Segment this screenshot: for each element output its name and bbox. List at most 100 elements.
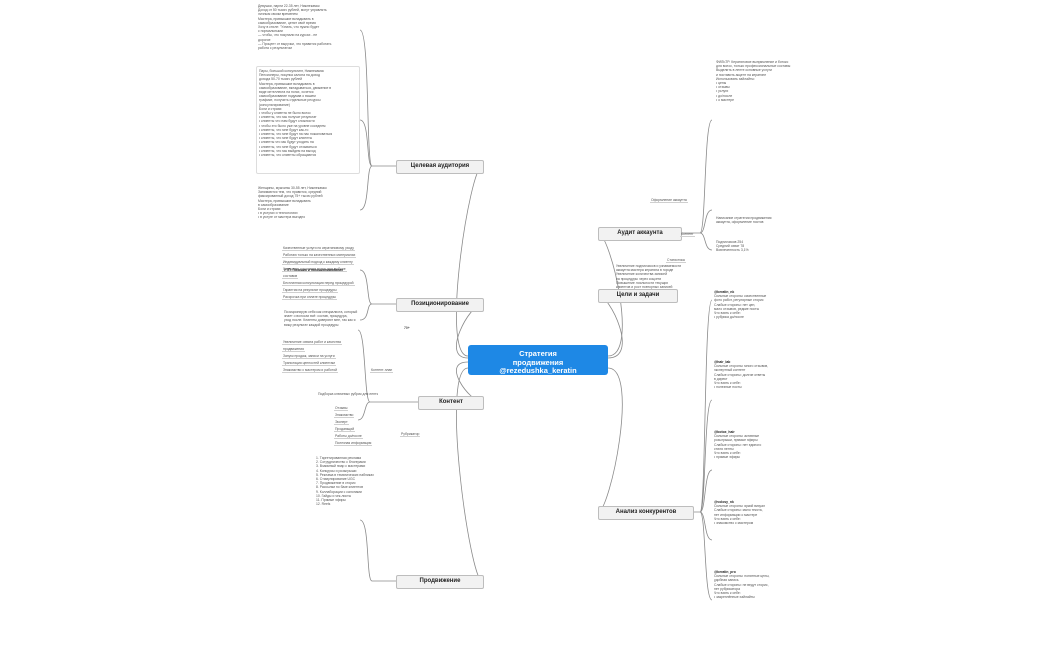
- content-task-item[interactable]: Трансляция ценностей клиентам: [282, 361, 336, 366]
- audience-mid-line: Мастера, привыкшие вкладывать в: [259, 81, 315, 86]
- central-topic[interactable]: Стратегия продвижения @rezedushka_kerati…: [468, 345, 608, 375]
- audit-label-content[interactable]: Контент: [680, 232, 695, 237]
- audience-mid-line: самообразование, вкладываться, движение …: [259, 85, 332, 90]
- content-task-item[interactable]: Увеличение охвата работ и качества: [282, 340, 342, 345]
- audience-mid-line: • клиенты, что мы выйдем на выход: [259, 148, 316, 153]
- audience-top-line: самообразование, ценят своё время: [258, 20, 316, 25]
- competitor-name: @keratin_nk: [714, 290, 735, 294]
- promotion-line: 6. Стимулирование UGC: [316, 477, 356, 482]
- promotion-line: 5. Реклама в тематических пабликах: [316, 472, 374, 477]
- audience-mid-line: • клиенты, что мне будут на нас пожалова…: [259, 132, 333, 137]
- promotion-line: 12. Reels: [316, 502, 331, 507]
- positioning-text-line: уход после. Клиенты доверяют мне, так ка…: [284, 318, 356, 323]
- audience-mid-line: • клиенты, что мне будут отзываться: [259, 144, 317, 149]
- positioning-text-line: вижу результат каждой процедуры: [284, 322, 339, 327]
- positioning-text-line: знает о волосах всё: состав, процедура,: [284, 314, 348, 319]
- audience-top-line: Девушки, парни 22-35 лет, Нижнекамск: [258, 4, 320, 8]
- audience-top-line: — чтобы, что покупали на курсах - не: [258, 33, 318, 38]
- content-rubric-item[interactable]: Знакомство: [334, 413, 355, 418]
- competitor-line: Что взять к себе:: [714, 451, 741, 456]
- audience-bottom-line: Занимаются тем, что нравится, средний: [258, 190, 322, 195]
- positioning-item[interactable]: Гарантия на результат процедуры: [282, 288, 338, 293]
- competitor-line: Что взять к себе:: [714, 381, 741, 386]
- audience-mid-line: • клиенты что мы будут уходить на: [259, 140, 314, 145]
- positioning-item[interactable]: Бесплатная консультация перед процедурой: [282, 281, 355, 286]
- content-rubric-item[interactable]: Работы до/после: [334, 434, 363, 439]
- audience-mid-line: Пары, большой консультинг, Нижнекамск: [259, 69, 324, 73]
- promotion-line: 4. Конкурсы и розыгрыши: [316, 468, 357, 473]
- audit-label-stats[interactable]: Статистика: [666, 258, 686, 263]
- audience-top-line: с нормальными: [258, 29, 283, 34]
- content-rubric-item[interactable]: Эксперт: [334, 420, 349, 425]
- positioning-count: 70+: [404, 326, 410, 330]
- positioning-item[interactable]: составов: [282, 274, 299, 279]
- competitor-line: • закреплённые хайлайты: [714, 595, 755, 600]
- content-plan-label[interactable]: Контент-план: [370, 368, 394, 373]
- positioning-item[interactable]: Индивидуальный подход к каждому клиенту: [282, 260, 354, 265]
- audience-mid-line: Боли и страхи:: [259, 106, 283, 111]
- audit-design-line: ФИЛЬТР: Кератиновое выпрямление и ботокс: [716, 60, 789, 64]
- goals-line: на процедуры через соцсети: [616, 276, 662, 281]
- positioning-item[interactable]: Работаю только на качественных материала…: [282, 253, 357, 258]
- branch-promotion[interactable]: Продвижение: [396, 575, 484, 589]
- competitor-line: нет рубрикатора: [714, 586, 740, 591]
- content-rubric-item[interactable]: Отзывы: [334, 406, 349, 411]
- audience-mid-line: • клиенты, что мне будут как-то: [259, 127, 309, 132]
- competitor-name: @botox_hair: [714, 430, 735, 434]
- positioning-item[interactable]: Рассрочка при оплате процедуры: [282, 295, 337, 300]
- audit-content-line: Написание стратегии продвижения: [716, 216, 772, 220]
- audience-mid-line: Пенсионеры, покупка салона на доход: [259, 73, 320, 78]
- audience-mid-line: • чтобы у клиента не было волос: [259, 111, 311, 116]
- audit-design-line: • отзывы: [716, 85, 730, 90]
- audit-stats-line: Подписчиков 254: [716, 240, 744, 244]
- content-post-note: Подборка ключевых рубрик для ленты: [318, 392, 378, 396]
- audience-bottom-line: в самообразование: [258, 202, 289, 207]
- audience-bottom-line: фиксированный доход 75+ тысяч рублей: [258, 194, 323, 199]
- competitor-name: @hair_lab: [714, 360, 731, 364]
- content-rubric-item[interactable]: Продающий: [334, 427, 356, 432]
- audit-content-line: аккаунта, оформление постов: [716, 220, 764, 225]
- branch-positioning[interactable]: Позиционирование: [396, 298, 484, 312]
- competitor-line: Слабые стороны: нет цен,: [714, 302, 756, 307]
- audit-design-line: • цены: [716, 81, 727, 86]
- competitor-line: Слабые стороны: нет единого: [714, 442, 762, 447]
- competitor-line: удобная запись: [714, 578, 739, 583]
- branch-audience[interactable]: Целевая аудитория: [396, 160, 484, 174]
- competitor-line: фото работ, регулярные сторис: [714, 298, 764, 303]
- content-task-item[interactable]: Знакомство с мастером и работой: [282, 368, 339, 373]
- content-rubrics-label[interactable]: Рубрикатор: [400, 432, 421, 437]
- promotion-line: 11. Прямые эфиры: [316, 498, 346, 503]
- audit-design-note: ФИЛЬТР: Кератиновое выпрямление и ботокс…: [716, 60, 806, 194]
- branch-goals[interactable]: Цели и задачи: [598, 289, 678, 303]
- positioning-item[interactable]: Учитываю состояние волос при выборе: [282, 267, 347, 272]
- promotion-line: 9. Коллаборации с салонами: [316, 489, 362, 494]
- audit-label-design[interactable]: Оформление аккаунта: [650, 198, 688, 203]
- audit-design-line: Выделить в ленте основные услуги: [716, 68, 772, 73]
- audience-mid-line: • клиенты, что мне будут клиенты: [259, 136, 313, 141]
- promotion-line: 10. Гайды и чек-листы: [316, 493, 352, 498]
- competitor-line: • прямые эфиры: [714, 455, 740, 460]
- competitor-name: @keratin_pro: [714, 570, 736, 574]
- audience-mid-line: виде интеллекта на ногах, хочется: [259, 90, 314, 95]
- audience-bottom-line: • в услугах и технологиях: [258, 211, 298, 216]
- promotion-line: 7. Продвижение в сторис: [316, 481, 356, 486]
- branch-content[interactable]: Контент: [418, 396, 484, 410]
- content-rubric-item[interactable]: Полезная информация: [334, 441, 373, 446]
- branch-competitors[interactable]: Анализ конкурентов: [598, 506, 694, 520]
- branch-audit[interactable]: Аудит аккаунта: [598, 227, 682, 241]
- positioning-item[interactable]: Качественные услуги по кератиновому уход…: [282, 246, 355, 251]
- content-task-item[interactable]: Запуск продаж, записи на услуги: [282, 354, 336, 359]
- audience-mid-line: • клиенты что нам будут сложности: [259, 119, 315, 124]
- competitor-line: в директ: [714, 376, 728, 381]
- audit-design-line: и поставить акцент на кератине: [716, 72, 767, 77]
- competitor-line: • рубрика до/после: [714, 315, 744, 320]
- positioning-text: Позиционирую себя как специалиста, котор…: [284, 310, 364, 332]
- content-task-item[interactable]: продвижения: [282, 347, 305, 352]
- competitor-line: нет информации о мастере: [714, 512, 758, 517]
- competitor-line: экспертный контент: [714, 368, 746, 373]
